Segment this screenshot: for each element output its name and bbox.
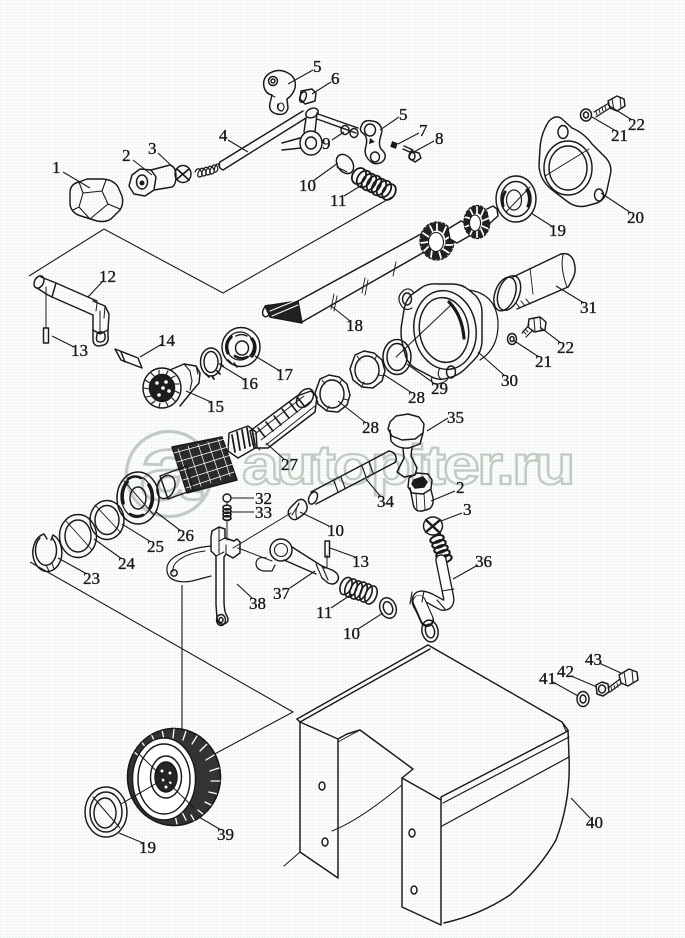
svg-text:10: 10 [299, 176, 316, 195]
svg-text:13: 13 [71, 341, 88, 360]
svg-text:8: 8 [435, 129, 444, 148]
svg-text:5: 5 [399, 105, 408, 124]
svg-text:21: 21 [535, 352, 552, 371]
svg-text:14: 14 [158, 331, 176, 350]
svg-text:40: 40 [586, 813, 603, 832]
svg-text:36: 36 [475, 552, 492, 571]
svg-text:35: 35 [447, 408, 464, 427]
svg-text:25: 25 [147, 537, 164, 556]
svg-text:3: 3 [148, 139, 157, 158]
svg-text:1: 1 [52, 158, 61, 177]
svg-text:30: 30 [501, 371, 518, 390]
svg-text:2: 2 [122, 146, 131, 165]
svg-text:7: 7 [419, 121, 428, 140]
svg-text:6: 6 [331, 69, 340, 88]
svg-text:23: 23 [83, 569, 100, 588]
svg-text:9: 9 [322, 134, 331, 153]
svg-text:4: 4 [219, 126, 228, 145]
svg-text:21: 21 [611, 126, 628, 145]
svg-text:42: 42 [557, 662, 574, 681]
svg-text:28: 28 [408, 388, 425, 407]
svg-text:26: 26 [177, 526, 194, 545]
svg-text:32: 32 [255, 489, 272, 508]
svg-text:31: 31 [580, 298, 597, 317]
svg-text:24: 24 [118, 554, 136, 573]
svg-text:12: 12 [99, 267, 116, 286]
svg-text:5: 5 [313, 57, 322, 76]
svg-text:28: 28 [362, 418, 379, 437]
svg-text:10: 10 [343, 624, 360, 643]
svg-text:38: 38 [249, 594, 266, 613]
svg-text:17: 17 [276, 365, 294, 384]
svg-text:34: 34 [377, 492, 395, 511]
svg-text:19: 19 [139, 838, 156, 857]
svg-text:43: 43 [585, 650, 602, 669]
svg-text:11: 11 [330, 191, 346, 210]
svg-text:27: 27 [281, 455, 299, 474]
svg-text:3: 3 [463, 500, 472, 519]
svg-text:19: 19 [549, 221, 566, 240]
svg-text:10: 10 [327, 521, 344, 540]
svg-text:2: 2 [456, 478, 465, 497]
svg-text:11: 11 [316, 603, 332, 622]
svg-text:22: 22 [557, 338, 574, 357]
svg-text:15: 15 [207, 397, 224, 416]
svg-text:18: 18 [346, 316, 363, 335]
svg-text:39: 39 [217, 825, 234, 844]
svg-text:33: 33 [255, 503, 272, 522]
svg-text:16: 16 [241, 374, 258, 393]
svg-text:20: 20 [627, 208, 644, 227]
svg-text:37: 37 [273, 584, 291, 603]
svg-text:22: 22 [628, 115, 645, 134]
svg-text:41: 41 [539, 669, 556, 688]
svg-text:13: 13 [352, 552, 369, 571]
